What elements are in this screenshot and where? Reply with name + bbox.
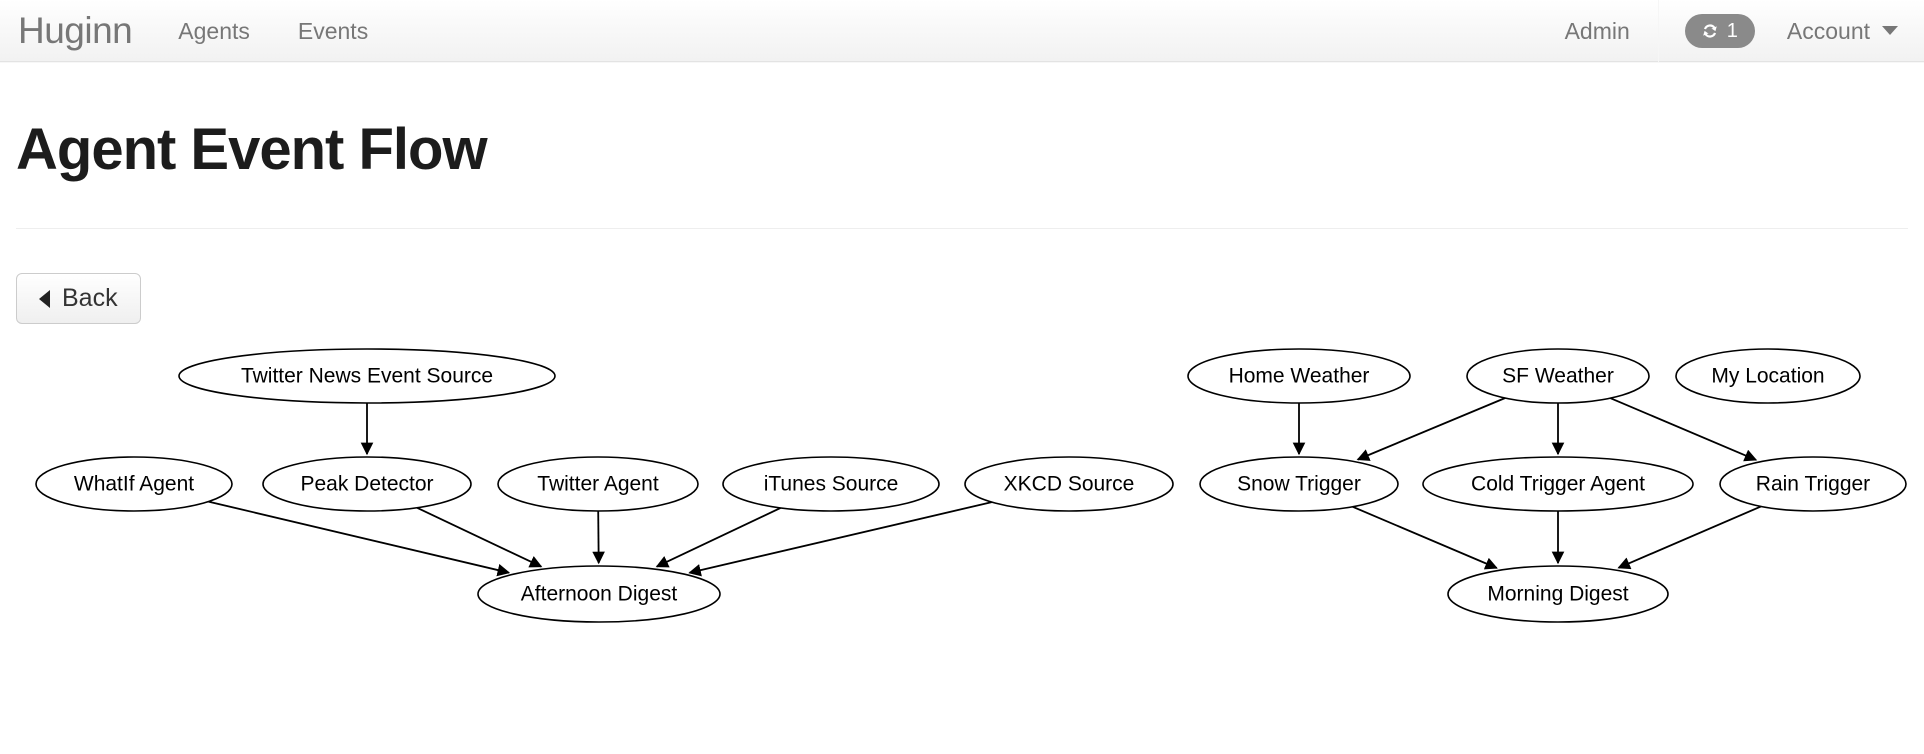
node-label: My Location <box>1711 365 1824 388</box>
page-title: Agent Event Flow <box>16 117 488 182</box>
node-shape <box>722 456 940 513</box>
top-navbar: Huginn Agents Events Admin 1 Account <box>0 0 1924 62</box>
flow-node-whatif_agent[interactable]: WhatIf Agent <box>35 456 233 513</box>
node-label: Snow Trigger <box>1237 473 1361 496</box>
node-label: Rain Trigger <box>1756 473 1870 496</box>
edges-layer <box>208 397 1762 577</box>
flow-edge <box>1617 505 1762 570</box>
page-container: Agent Event Flow Back Twitter News Event… <box>0 117 1924 636</box>
flow-node-home_weather[interactable]: Home Weather <box>1187 348 1411 405</box>
node-label: SF Weather <box>1502 365 1614 388</box>
flow-edge <box>688 501 993 577</box>
node-label: Afternoon Digest <box>521 583 678 606</box>
flow-node-xkcd_source[interactable]: XKCD Source <box>964 456 1174 513</box>
flow-edge <box>655 507 781 568</box>
flow-node-itunes_source[interactable]: iTunes Source <box>722 456 940 513</box>
node-label: XKCD Source <box>1004 473 1135 496</box>
navbar-left-group: Huginn Agents Events <box>0 0 392 61</box>
node-shape <box>497 456 699 513</box>
flow-node-peak_detector[interactable]: Peak Detector <box>262 456 472 513</box>
node-shape <box>262 456 472 513</box>
sync-icon <box>1699 20 1721 42</box>
flow-node-snow_trigger[interactable]: Snow Trigger <box>1199 456 1399 513</box>
nav-link-events[interactable]: Events <box>297 17 369 44</box>
flow-edge <box>208 501 511 577</box>
brand-logo[interactable]: Huginn <box>18 10 133 51</box>
node-shape <box>35 456 233 513</box>
node-shape <box>178 348 556 405</box>
flow-edge <box>1609 397 1758 462</box>
node-shape <box>1719 456 1907 513</box>
nav-link-agents[interactable]: Agents <box>178 17 250 44</box>
flow-node-my_location[interactable]: My Location <box>1675 348 1861 405</box>
chevron-left-icon <box>39 289 50 308</box>
node-label: Cold Trigger Agent <box>1471 473 1645 496</box>
node-shape <box>1187 348 1411 405</box>
node-label: iTunes Source <box>764 473 899 496</box>
flow-node-afternoon_digest[interactable]: Afternoon Digest <box>477 565 721 624</box>
title-divider <box>16 227 1908 229</box>
flow-node-twitter_news_event_source[interactable]: Twitter News Event Source <box>178 348 556 405</box>
node-label: Home Weather <box>1229 365 1370 388</box>
flow-node-rain_trigger[interactable]: Rain Trigger <box>1719 456 1907 513</box>
node-shape <box>477 565 721 624</box>
flow-edge <box>1352 506 1498 570</box>
back-button[interactable]: Back <box>16 272 141 325</box>
node-shape <box>1422 456 1694 513</box>
node-shape <box>1675 348 1861 405</box>
flow-edge <box>592 511 605 565</box>
account-label: Account <box>1786 17 1870 44</box>
flow-edge <box>416 507 543 568</box>
flow-node-twitter_agent[interactable]: Twitter Agent <box>497 456 699 513</box>
flow-node-morning_digest[interactable]: Morning Digest <box>1447 565 1669 624</box>
navbar-divider <box>1657 0 1659 62</box>
navbar-right-group: Admin 1 Account <box>1541 0 1924 62</box>
nav-link-admin[interactable]: Admin <box>1564 17 1630 44</box>
node-label: Peak Detector <box>300 473 433 496</box>
node-label: Twitter News Event Source <box>241 365 493 388</box>
node-label: Twitter Agent <box>537 473 659 496</box>
worker-count: 1 <box>1726 19 1738 42</box>
flow-edge <box>1356 397 1506 462</box>
node-label: WhatIf Agent <box>74 473 194 496</box>
back-button-label: Back <box>62 283 118 312</box>
node-label: Morning Digest <box>1487 583 1628 606</box>
node-shape <box>1199 456 1399 513</box>
worker-status-badge[interactable]: 1 <box>1684 13 1755 48</box>
chevron-down-icon <box>1882 26 1898 35</box>
node-shape <box>1466 348 1650 405</box>
flow-node-cold_trigger_agent[interactable]: Cold Trigger Agent <box>1422 456 1694 513</box>
node-shape <box>964 456 1174 513</box>
flow-node-sf_weather[interactable]: SF Weather <box>1466 348 1650 405</box>
account-menu[interactable]: Account <box>1777 0 1924 62</box>
node-shape <box>1447 565 1669 624</box>
